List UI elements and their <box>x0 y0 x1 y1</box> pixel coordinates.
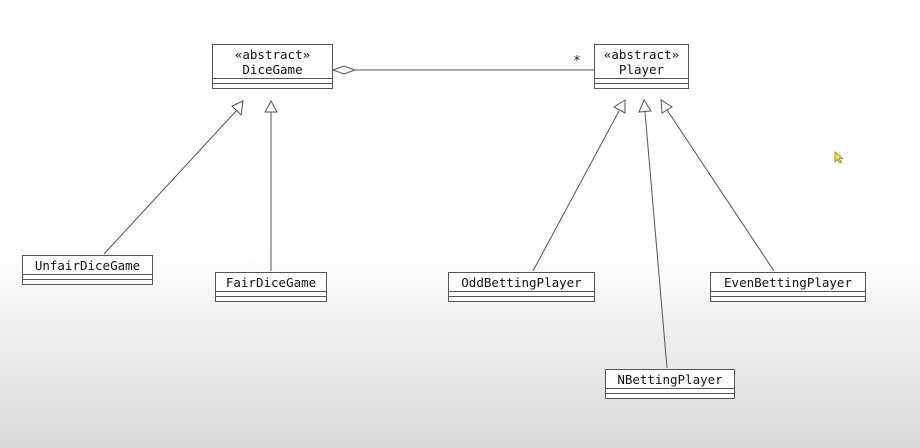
generalization-line-unfair <box>103 109 238 255</box>
mouse-cursor-icon <box>834 151 844 164</box>
class-n-betting-player[interactable]: NBettingPlayer <box>605 369 735 399</box>
operations-compartment <box>216 296 326 301</box>
attributes-compartment <box>216 291 326 296</box>
class-fair-dice-game[interactable]: FairDiceGame <box>215 272 327 302</box>
class-stereotype: «abstract» <box>603 47 680 62</box>
generalization-arrow-unfair <box>231 100 244 117</box>
generalization-line-n <box>644 111 668 369</box>
attributes-compartment <box>23 274 152 279</box>
generalization-arrow-fair <box>264 99 278 113</box>
generalization-line-odd <box>532 110 620 272</box>
operations-compartment <box>606 393 734 398</box>
class-player[interactable]: «abstract» Player <box>594 44 689 89</box>
class-name: FairDiceGame <box>225 275 317 290</box>
generalization-arrow-odd <box>613 99 626 114</box>
attributes-compartment <box>595 78 688 83</box>
class-name: OddBettingPlayer <box>461 275 582 290</box>
class-name: Player <box>618 62 665 77</box>
operations-compartment <box>449 296 594 301</box>
class-name: NBettingPlayer <box>617 372 723 387</box>
class-name: UnfairDiceGame <box>34 258 141 273</box>
attributes-compartment <box>606 388 734 393</box>
attributes-compartment <box>213 78 332 83</box>
attributes-compartment <box>449 291 594 296</box>
generalization-line-even <box>666 109 775 272</box>
association-multiplicity: * <box>573 54 581 69</box>
operations-compartment <box>711 296 865 301</box>
class-odd-betting-player[interactable]: OddBettingPlayer <box>448 272 595 302</box>
class-even-betting-player[interactable]: EvenBettingPlayer <box>710 272 866 302</box>
class-name: EvenBettingPlayer <box>724 275 852 290</box>
class-stereotype: «abstract» <box>234 47 311 62</box>
aggregation-diamond <box>331 65 357 75</box>
operations-compartment <box>23 279 152 284</box>
operations-compartment <box>595 83 688 88</box>
class-dice-game[interactable]: «abstract» DiceGame <box>212 44 333 89</box>
operations-compartment <box>213 83 332 88</box>
generalization-arrow-n <box>638 98 652 113</box>
generalization-arrow-even <box>660 99 673 114</box>
attributes-compartment <box>711 291 865 296</box>
class-name: DiceGame <box>242 62 303 77</box>
class-unfair-dice-game[interactable]: UnfairDiceGame <box>22 255 153 285</box>
